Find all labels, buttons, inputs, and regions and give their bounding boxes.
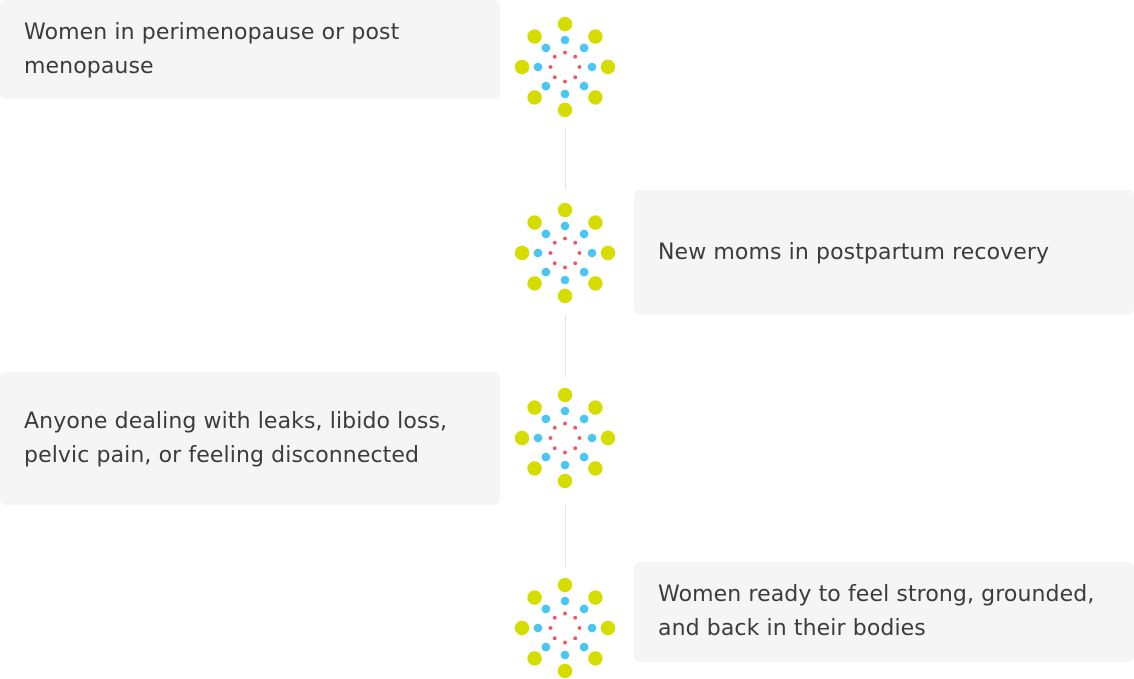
timeline-card-text: Women in perimenopause or post menopause: [24, 19, 400, 79]
timeline-card-text: Anyone dealing with leaks, libido loss, …: [24, 408, 448, 468]
timeline-connector: [565, 128, 566, 190]
radial-dot-burst-icon: [515, 17, 615, 117]
timeline-card: Anyone dealing with leaks, libido loss, …: [0, 372, 500, 505]
timeline-card: Women ready to feel strong, grounded, an…: [634, 562, 1134, 662]
timeline-card-text: Women ready to feel strong, grounded, an…: [658, 582, 1095, 641]
radial-dot-burst-icon: [515, 388, 615, 488]
timeline-card: Women in perimenopause or post menopause: [0, 0, 500, 99]
radial-dot-burst-icon: [515, 578, 615, 678]
timeline-card-text: New moms in postpartum recovery: [658, 239, 1050, 265]
timeline-card: New moms in postpartum recovery: [634, 190, 1134, 315]
radial-dot-burst-icon: [515, 203, 615, 303]
timeline-connector: [565, 505, 566, 567]
timeline-connector: [565, 315, 566, 377]
